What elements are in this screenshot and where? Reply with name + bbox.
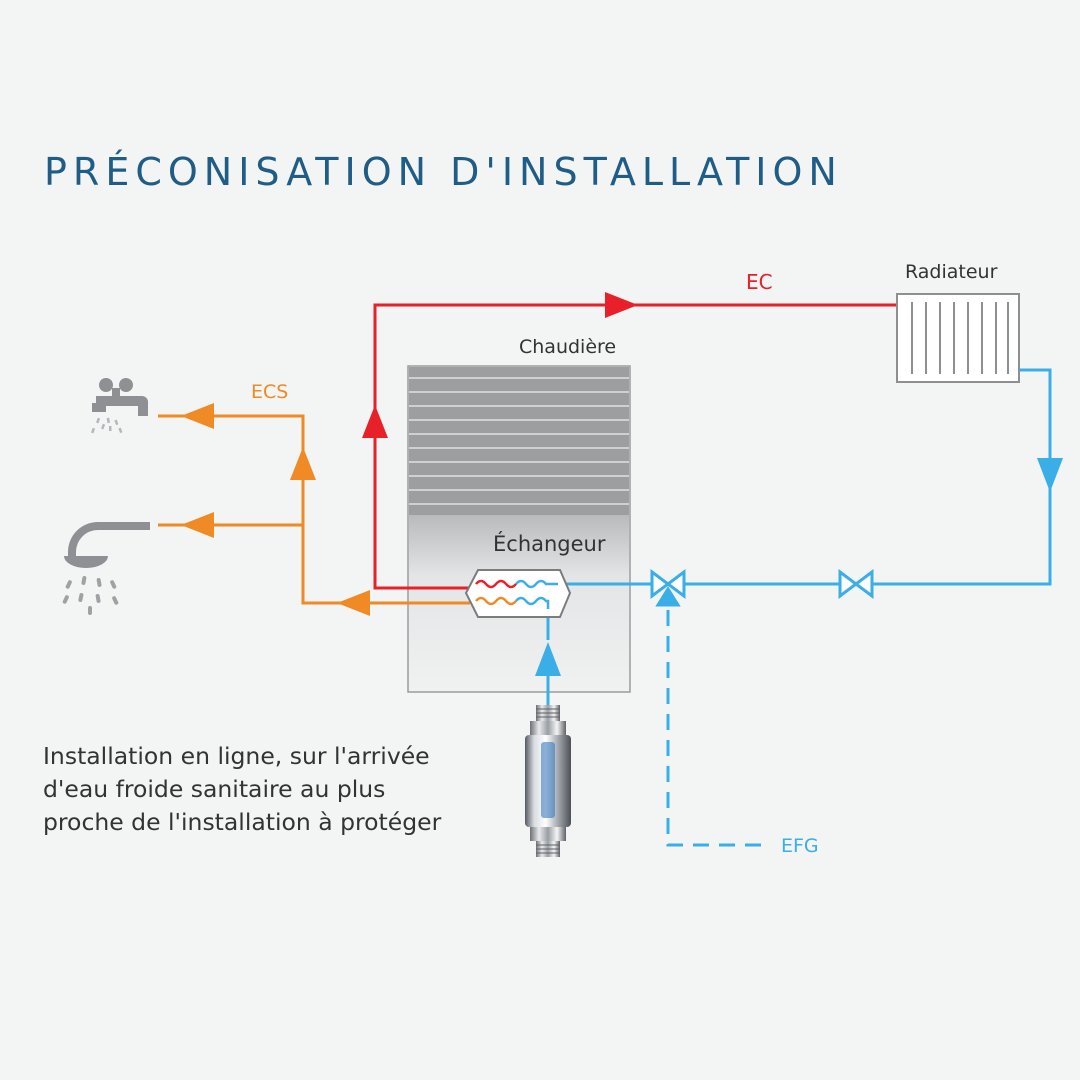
- caption-line: Installation en ligne, sur l'arrivée: [43, 742, 430, 770]
- ecs-arrow-left-bottom: [337, 590, 370, 616]
- label-efg: EFG: [781, 835, 819, 857]
- valve-icon: [650, 569, 686, 607]
- ec-arrow-up: [362, 405, 388, 438]
- ecs-arrow-left-top: [181, 403, 214, 429]
- caption-line: proche de l'installation à protéger: [43, 808, 442, 836]
- return-arrow-down: [1037, 458, 1063, 492]
- heat-exchanger: [464, 569, 572, 618]
- radiator-icon: [896, 293, 1020, 383]
- water-filter-icon: [525, 705, 571, 857]
- ec-arrow-right: [605, 292, 638, 318]
- page-title: PRÉCONISATION D'INSTALLATION: [44, 150, 843, 194]
- label-ecs: ECS: [251, 381, 288, 403]
- label-radiateur: Radiateur: [905, 261, 998, 283]
- ecs-arrow-left-middle: [181, 512, 214, 538]
- label-echangeur: Échangeur: [493, 531, 606, 556]
- cold-inlet-arrow-up: [535, 642, 561, 676]
- ecs-arrow-up: [290, 447, 316, 480]
- efg-dashed-line: [666, 610, 770, 847]
- label-chaudiere: Chaudière: [519, 336, 616, 358]
- boiler: [407, 365, 631, 693]
- caption-line: d'eau froide sanitaire au plus: [43, 775, 386, 803]
- installation-caption: Installation en ligne, sur l'arrivée d'e…: [43, 740, 523, 839]
- label-ec: EC: [746, 270, 773, 294]
- faucet-icon: [91, 378, 148, 434]
- shower-icon: [62, 522, 150, 615]
- valve-icon: [838, 569, 874, 599]
